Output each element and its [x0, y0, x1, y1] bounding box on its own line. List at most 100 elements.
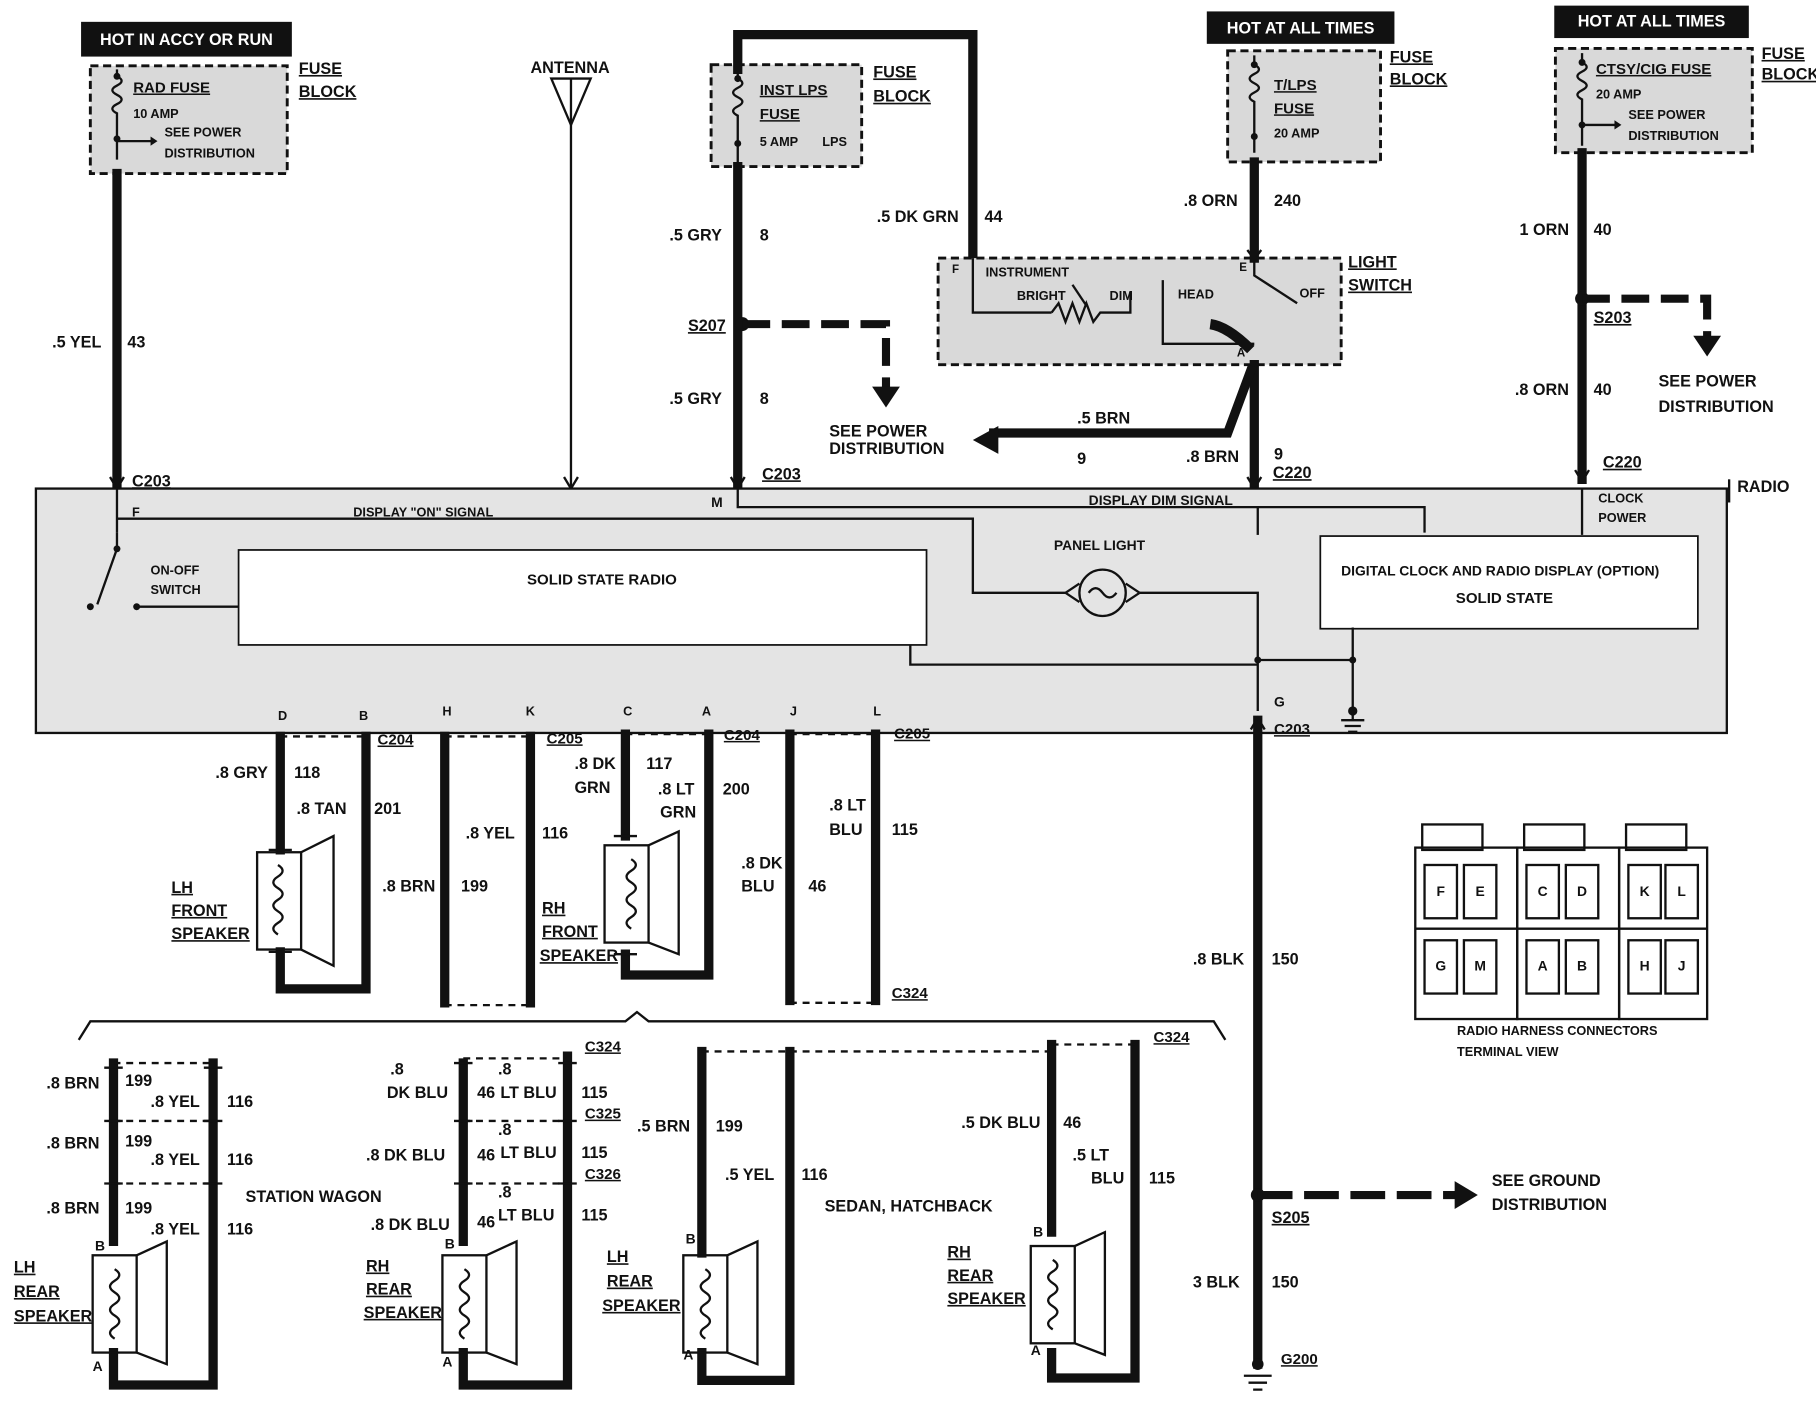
sw-dkblu-2: .8 DK BLU — [366, 1146, 445, 1164]
see-power-2a: SEE POWER — [1658, 373, 1756, 391]
wire-150b-gauge: 3 BLK — [1193, 1274, 1240, 1292]
fuse-inst-lps: INST LPS FUSE 5 AMP LPS — [709, 63, 864, 169]
sw-brn-2: .8 BRN — [46, 1135, 99, 1153]
sw-199-1: 199 — [125, 1072, 152, 1090]
fuse-block-label-3: FUSE — [1390, 48, 1433, 66]
svg-text:K: K — [1640, 883, 1650, 899]
see-ground-1: SEE GROUND — [1492, 1172, 1601, 1190]
w115-gauge-1: .8 LT — [829, 797, 866, 815]
lh-rear-sw-pin-a: A — [93, 1358, 103, 1374]
rh-rear-sd-pin-b: B — [1033, 1224, 1043, 1240]
svg-text:BRIGHT: BRIGHT — [1017, 288, 1066, 303]
wire-8a-gauge: .5 GRY — [669, 227, 722, 245]
antenna-icon — [549, 77, 593, 491]
connector-c324-a: C324 — [892, 985, 929, 1002]
lh-rear-sw-label-1: LH — [14, 1259, 36, 1277]
sw-dkblu-3: .8 DK BLU — [371, 1216, 450, 1234]
svg-text:H: H — [442, 704, 451, 719]
lh-front-label-3: SPEAKER — [171, 925, 250, 943]
svg-text:LPS: LPS — [822, 134, 847, 149]
sw-yel-2: .8 YEL — [151, 1151, 200, 1169]
wire-43-gauge: .5 YEL — [52, 333, 101, 351]
svg-text:D: D — [1577, 883, 1587, 899]
sd-ltblu-2: BLU — [1091, 1169, 1124, 1187]
rh-rear-speaker-sw — [441, 1239, 518, 1366]
fuse-rad: RAD FUSE 10 AMP SEE POWER DISTRIBUTION — [88, 64, 289, 176]
svg-text:H: H — [1640, 957, 1650, 973]
w46-gauge-2: BLU — [741, 878, 774, 896]
connector-c220-a: C220 — [1273, 464, 1312, 482]
sd-115: 115 — [1149, 1169, 1175, 1187]
light-switch-label-2: SWITCH — [1348, 277, 1412, 295]
s203-label: S203 — [1594, 309, 1632, 327]
sd-199: 199 — [716, 1117, 743, 1135]
wire-9b-circuit: 9 — [1274, 446, 1283, 464]
lh-rear-sw-label-3: SPEAKER — [14, 1307, 93, 1325]
sd-ltblu-1: .5 LT — [1072, 1146, 1109, 1164]
svg-text:CLOCK: CLOCK — [1598, 490, 1644, 505]
connector-c204-a: C204 — [378, 732, 415, 749]
wire-9b-gauge: .8 BRN — [1186, 448, 1239, 466]
rh-rear-speaker-sedan — [1029, 1230, 1107, 1357]
lh-front-label-2: FRONT — [171, 902, 227, 920]
wire-9a-circuit: 9 — [1077, 450, 1086, 468]
svg-text:DISPLAY DIM SIGNAL: DISPLAY DIM SIGNAL — [1089, 492, 1234, 508]
connector-c203-c: C203 — [1274, 721, 1310, 738]
sw-yel-1: .8 YEL — [151, 1093, 200, 1111]
sw-116-2: 116 — [227, 1151, 253, 1169]
sw-115-3: 115 — [581, 1207, 607, 1225]
svg-text:L: L — [1677, 883, 1686, 899]
wire-40a-gauge: 1 ORN — [1520, 221, 1570, 239]
hot-tag-accy-run: HOT IN ACCY OR RUN — [81, 21, 292, 57]
svg-text:10 AMP: 10 AMP — [133, 106, 179, 121]
hot-tag-all-times-1: HOT AT ALL TIMES — [1206, 11, 1395, 44]
svg-text:J: J — [790, 704, 797, 719]
sw-116-1: 116 — [227, 1093, 253, 1111]
svg-text:RADIO: RADIO — [1737, 478, 1789, 496]
see-power-2b: DISTRIBUTION — [1658, 398, 1773, 416]
svg-text:A: A — [702, 704, 711, 719]
w200-gauge-2: GRN — [660, 804, 696, 822]
rear-brace — [77, 1010, 1227, 1041]
svg-text:E: E — [1475, 883, 1484, 899]
connector-c220-b: C220 — [1603, 454, 1642, 472]
rh-rear-sd-label-2: REAR — [947, 1267, 993, 1285]
sw-ltblu-bot-2: LT BLU — [500, 1144, 556, 1162]
connector-c325: C325 — [585, 1106, 621, 1123]
panel-light-icon — [1064, 568, 1141, 618]
lh-rear-sd-pin-b: B — [686, 1231, 696, 1247]
svg-text:FUSE: FUSE — [1274, 100, 1314, 117]
svg-text:HOT AT ALL TIMES: HOT AT ALL TIMES — [1227, 19, 1375, 37]
svg-text:INSTRUMENT: INSTRUMENT — [986, 265, 1070, 280]
w201-circuit: 201 — [374, 800, 401, 818]
svg-text:20 AMP: 20 AMP — [1274, 126, 1320, 141]
connector-c205-b: C205 — [894, 726, 930, 743]
sw-115-2: 115 — [581, 1144, 607, 1162]
antenna-label: ANTENNA — [530, 59, 610, 77]
w199-circuit: 199 — [461, 878, 488, 896]
wire-150a-gauge: .8 BLK — [1193, 951, 1245, 969]
connector-c324-b: C324 — [585, 1038, 622, 1055]
sedan-label: SEDAN, HATCHBACK — [825, 1197, 993, 1215]
see-power-1b: DISTRIBUTION — [829, 440, 944, 458]
svg-text:DIGITAL CLOCK AND RADIO DISPLA: DIGITAL CLOCK AND RADIO DISPLAY (OPTION) — [1341, 562, 1659, 578]
station-wagon-circuit — [104, 1051, 577, 1390]
sd-46: 46 — [1063, 1114, 1081, 1132]
sw-ltblu-bot-1: LT BLU — [500, 1084, 556, 1102]
w117-gauge-2: GRN — [574, 779, 610, 797]
lh-rear-sd-label-1: LH — [607, 1248, 629, 1266]
svg-text:B: B — [1577, 957, 1587, 973]
rh-front-speaker-circuit — [603, 729, 714, 980]
light-switch-label-1: LIGHT — [1348, 253, 1397, 271]
connector-c203-a: C203 — [132, 472, 171, 490]
svg-text:POWER: POWER — [1598, 510, 1646, 525]
svg-text:B: B — [359, 708, 368, 723]
wire-150a-circuit: 150 — [1272, 951, 1299, 969]
fuse-block-label-1: FUSE — [299, 60, 342, 78]
w201-gauge: .8 TAN — [296, 800, 346, 818]
wire-8a-circuit: 8 — [760, 227, 769, 245]
fuse-block-label-4: FUSE — [1762, 45, 1805, 63]
sw-ltblu-top-1: .8 — [498, 1061, 512, 1079]
